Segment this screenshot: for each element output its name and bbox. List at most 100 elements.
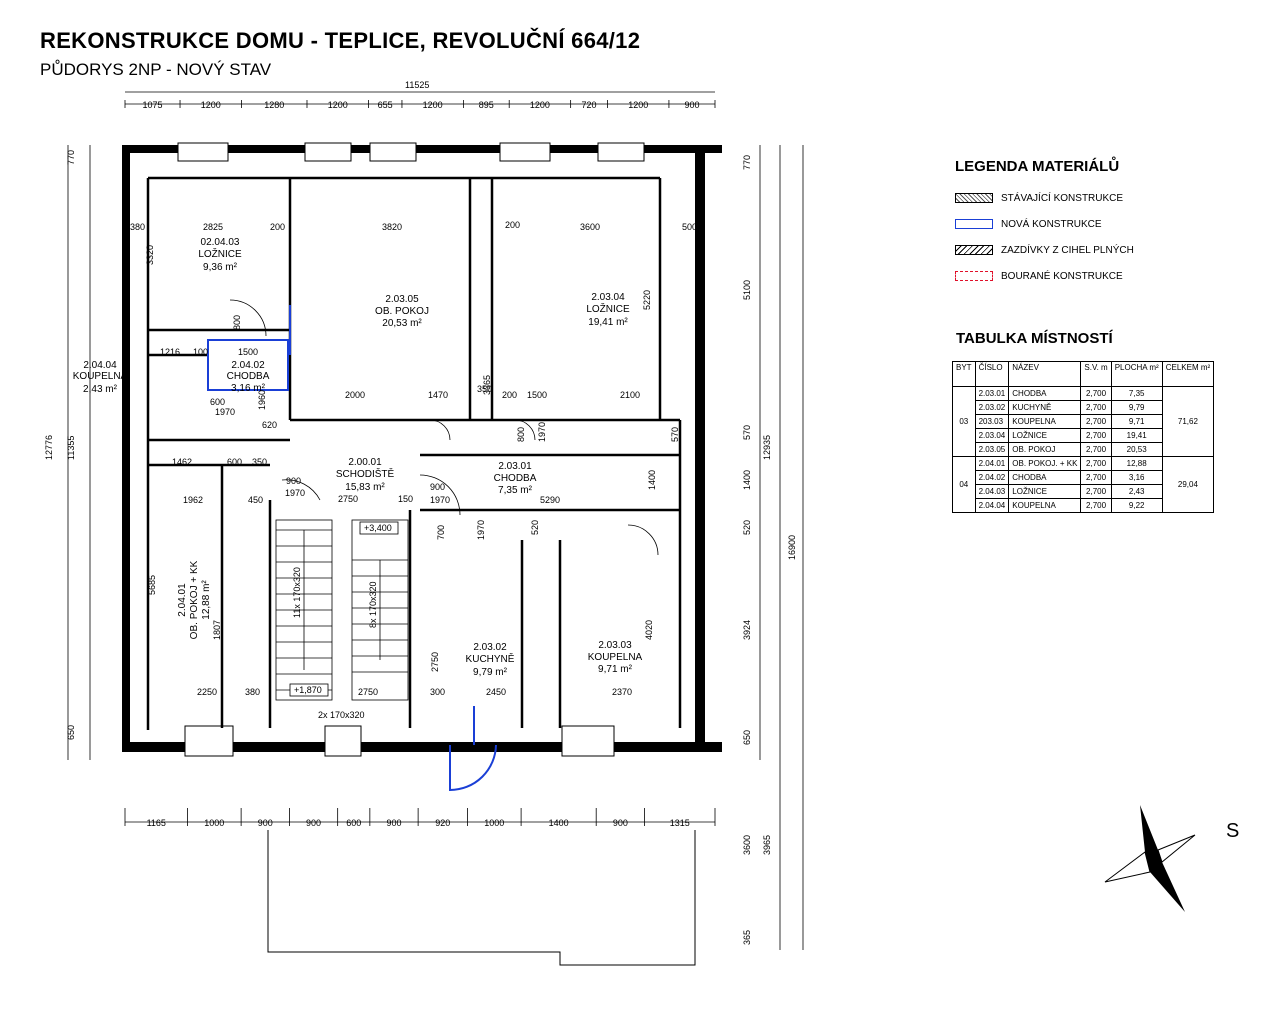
rooms-table-header-cell: ČÍSLO xyxy=(974,361,1010,387)
dim-inner-44: 5685 xyxy=(147,575,157,595)
dim-inner-24: 1970 xyxy=(537,422,547,442)
compass-south-label: S xyxy=(1226,820,1240,842)
dim-inner-3: 200 xyxy=(270,222,285,232)
dim-inner-23: 800 xyxy=(516,427,526,442)
dim-inner-19: 350 xyxy=(477,384,492,394)
dim-inner-45: 1807 xyxy=(212,620,222,640)
dim-inner-43: 2370 xyxy=(612,687,632,697)
dim-bottom-4: 600 xyxy=(346,818,361,828)
dim-inner-12: 1500 xyxy=(238,347,258,357)
drawing-subtitle: PŮDORYS 2NP - NOVÝ STAV xyxy=(40,60,272,79)
rooms-table-header-cell: PLOCHA m² xyxy=(1110,361,1163,387)
dim-overall-top: 11525 xyxy=(405,80,429,90)
table-cell: 2.04.02 xyxy=(974,470,1010,485)
dim-inner-10: 1216 xyxy=(160,347,180,357)
dim-inner-11: 100 xyxy=(193,347,208,357)
dim-inner-13: 600 xyxy=(210,397,225,407)
table-cell: 2.03.04 xyxy=(974,428,1010,443)
table-cell: 2,700 xyxy=(1080,414,1112,429)
dim-right-10: 3965 xyxy=(762,835,772,855)
dim-left-2: 11355 xyxy=(66,436,76,460)
new-construction-walls xyxy=(207,305,497,792)
svg-text:OB. POKOJ + KK: OB. POKOJ + KK xyxy=(189,560,200,639)
dim-inner-28: 350 xyxy=(252,457,267,467)
dim-right-5: 3924 xyxy=(742,620,752,640)
table-cell: 2.03.02 xyxy=(974,400,1010,415)
existing-swatch xyxy=(955,193,993,203)
table-cell: KUCHYNĚ xyxy=(1008,400,1082,415)
table-cell: OB. POKOJ. + KK xyxy=(1008,456,1082,471)
table-cell: 2,700 xyxy=(1080,400,1112,415)
table-cell: 2.04.04 xyxy=(974,498,1010,513)
dim-top-1: 1200 xyxy=(201,100,221,110)
dim-inner-40: 2750 xyxy=(358,687,378,697)
table-cell: 2.04.03 xyxy=(974,484,1010,499)
table-cell: 2.04.01 xyxy=(974,456,1010,471)
door-swings xyxy=(229,299,659,556)
staircase xyxy=(275,519,409,701)
dim-right-2: 570 xyxy=(742,425,752,440)
table-cell: 7,35 xyxy=(1110,386,1163,401)
legend-item-new: NOVÁ KONSTRUKCE xyxy=(955,211,1185,237)
dim-inner-33: 900 xyxy=(430,482,445,492)
svg-text:15,83 m²: 15,83 m² xyxy=(345,482,385,493)
table-cell: 2.03.01 xyxy=(974,386,1010,401)
dim-bottom-8: 1400 xyxy=(549,818,569,828)
byt-cell: 04 xyxy=(952,456,976,513)
dim-bottom-2: 900 xyxy=(258,818,273,828)
dim-inner-7: 3320 xyxy=(145,245,155,265)
dim-inner-18: 1470 xyxy=(428,390,448,400)
rooms-table-header-cell: S.V. m xyxy=(1080,361,1112,387)
svg-text:2.03.01: 2.03.01 xyxy=(498,461,532,472)
table-cell: 20,53 xyxy=(1110,442,1163,457)
total-cell: 71,62 xyxy=(1161,386,1215,457)
table-cell: 203.03 xyxy=(974,414,1010,429)
dim-inner-15: 1960 xyxy=(257,390,267,410)
dim-inner-36: 1962 xyxy=(183,495,203,505)
svg-text:3,16 m²: 3,16 m² xyxy=(231,383,266,394)
dim-bottom-0: 1165 xyxy=(147,818,166,828)
level-upper: +3,400 xyxy=(364,523,392,533)
svg-text:02.04.03: 02.04.03 xyxy=(201,237,240,248)
balcony-outline xyxy=(267,830,696,966)
dim-right-8: 16900 xyxy=(787,535,797,560)
dim-inner-50: 700 xyxy=(436,525,446,540)
dim-bottom-6: 920 xyxy=(435,818,450,828)
svg-text:2.03.05: 2.03.05 xyxy=(385,294,419,305)
dim-inner-32: 150 xyxy=(398,494,413,504)
svg-text:KOUPELNA: KOUPELNA xyxy=(73,371,128,382)
svg-text:2.00.01: 2.00.01 xyxy=(348,457,382,468)
table-cell: KOUPELNA xyxy=(1008,414,1082,429)
table-cell: 9,79 xyxy=(1110,400,1163,415)
dim-inner-47: 4020 xyxy=(644,620,654,640)
dim-top-8: 720 xyxy=(582,100,597,110)
exterior-walls xyxy=(122,145,722,752)
dim-top-3: 1200 xyxy=(328,100,348,110)
rooms-table-header-cell: BYT xyxy=(952,361,976,387)
svg-text:12,88 m²: 12,88 m² xyxy=(201,580,212,620)
compass-icon xyxy=(1104,805,1196,912)
svg-text:CHODBA: CHODBA xyxy=(494,473,537,484)
svg-text:KUCHYNĚ: KUCHYNĚ xyxy=(466,652,515,665)
legend-item-demolished: BOURANÉ KONSTRUKCE xyxy=(955,263,1185,289)
svg-text:9,79 m²: 9,79 m² xyxy=(473,667,508,678)
dim-top-9: 1200 xyxy=(628,100,648,110)
dim-inner-20: 200 xyxy=(502,390,517,400)
dim-inner-29: 900 xyxy=(286,476,301,486)
demolished-swatch xyxy=(955,271,993,281)
dim-inner-51: 1400 xyxy=(647,470,657,490)
svg-text:20,53 m²: 20,53 m² xyxy=(382,318,422,329)
dim-left-1: 12776 xyxy=(44,435,54,460)
dim-inner-37: 450 xyxy=(248,495,263,505)
